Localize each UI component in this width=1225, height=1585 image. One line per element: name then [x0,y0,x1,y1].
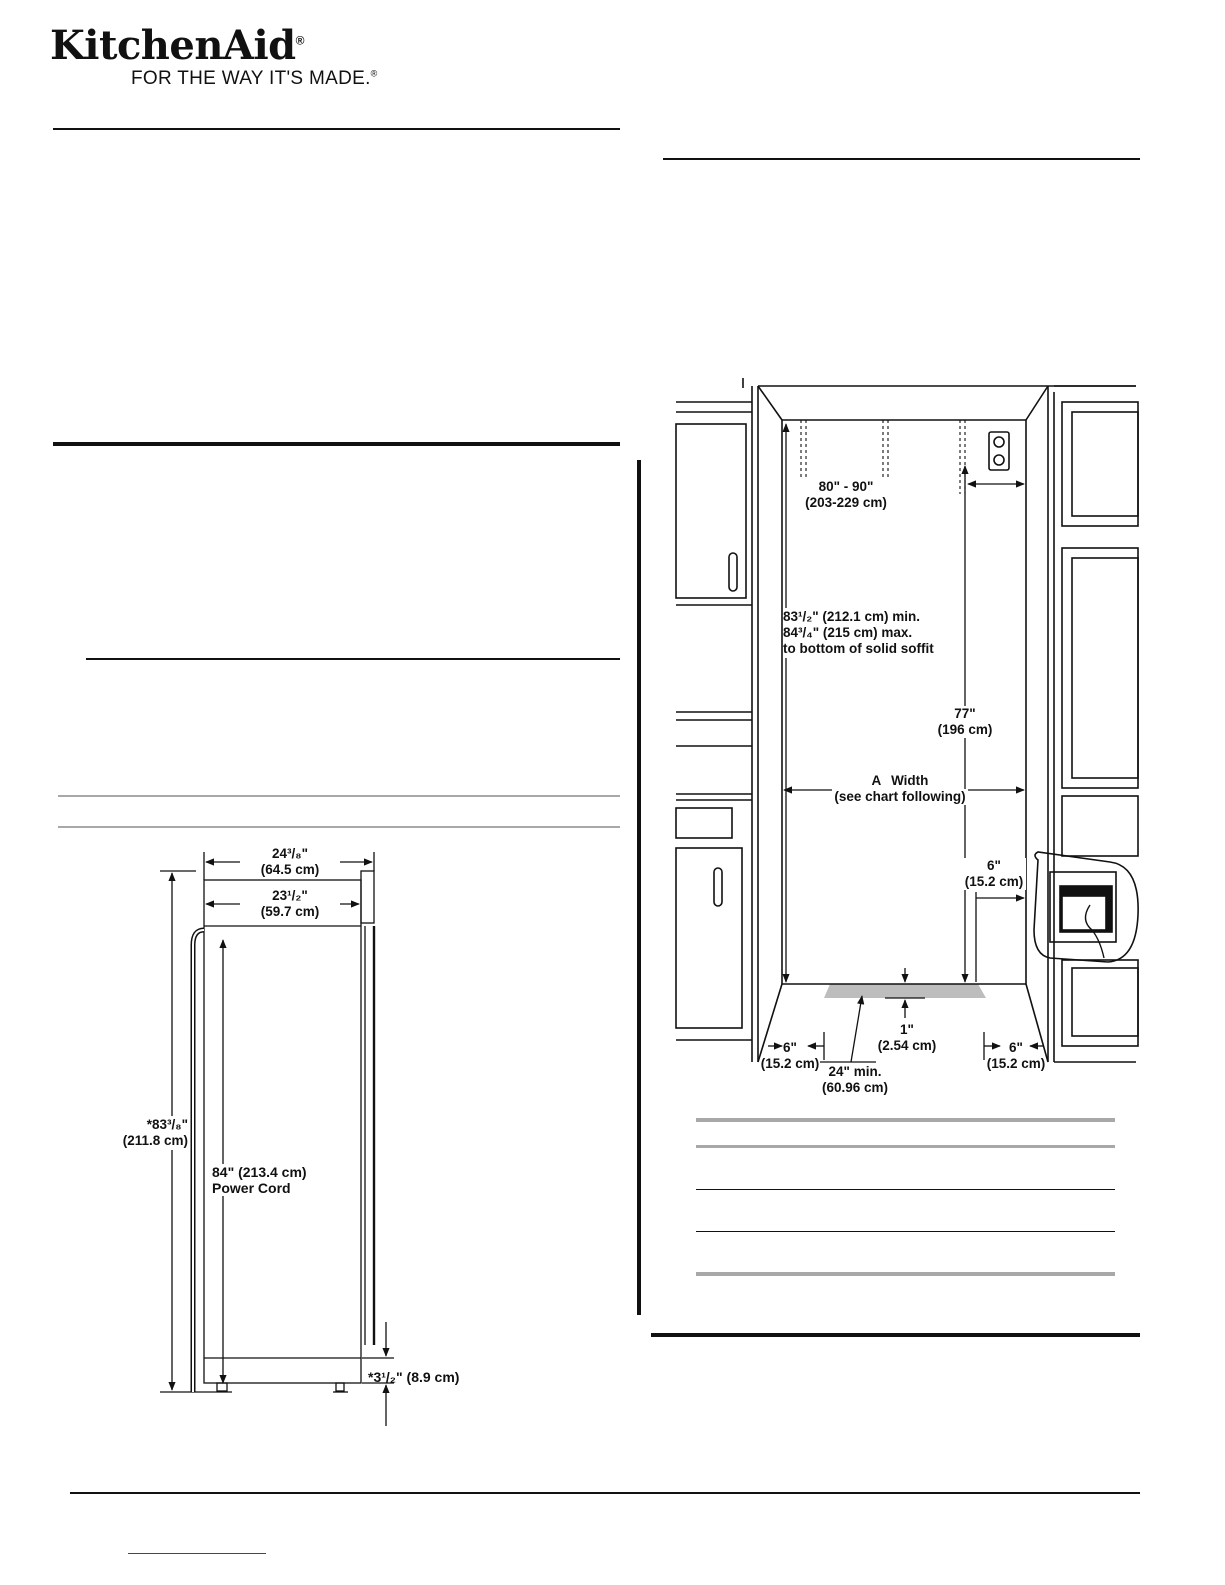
cabinet-depth-in: 23¹/₂" [272,888,308,903]
chart-rule-5 [696,1272,1115,1276]
overall-depth-cm: (64.5 cm) [260,862,320,877]
brand-registered-mark: ® [295,33,305,48]
right-side-clearance-cm: (15.2 cm) [986,1056,1046,1071]
water-offset-label: 6" (15.2 cm) [962,858,1026,890]
product-dimensions-diagram [160,852,394,1426]
installation-cutout-diagram [675,378,1139,1063]
chart-rule-4 [696,1231,1115,1232]
height-label: *83³/₈" (211.8 cm) [114,1116,188,1150]
opening-height-label: 83¹/₂" (212.1 cm) min. 84³/₄" (215 cm) m… [783,608,934,658]
left-subsection-rule [86,658,620,660]
tagline-registered-mark: ® [370,68,378,79]
overall-depth-in: 24³/₈" [272,846,308,861]
opening-width-label: A Width (see chart following) [830,773,970,805]
footer-link-underline[interactable] [128,1553,266,1554]
sidebar-vertical-rule [637,460,641,1315]
brand-name: KitchenAid [50,22,296,69]
water-offset-cm: (15.2 cm) [964,874,1024,889]
opening-width-note: (see chart following) [832,789,968,805]
overall-depth-label: 24³/₈" (64.5 cm) [240,846,340,878]
base-height-label: *3¹/₂" (8.9 cm) [368,1369,460,1385]
left-section-rule-1 [53,128,620,130]
outlet-height-cm: (196 cm) [937,722,993,737]
outlet-height-in: 77" [954,706,976,721]
door-swing-label: 24" min. (60.96 cm) [810,1064,900,1096]
power-cord-label: 84" (213.4 cm) Power Cord [212,1164,307,1196]
cabinet-depth-label: 23¹/₂" (59.7 cm) [240,888,340,920]
water-offset-in: 6" [987,858,1001,873]
right-section-rule-2 [651,1333,1140,1337]
opening-height-note: to bottom of solid soffit [783,641,934,656]
outlet-height-label: 77" (196 cm) [930,706,1000,738]
left-side-clearance-cm: (15.2 cm) [760,1056,820,1071]
right-section-rule-1 [663,158,1140,160]
floor-gap-cm: (2.54 cm) [877,1038,937,1053]
cabinet-depth-cm: (59.7 cm) [260,904,320,919]
opening-height-min: 83¹/₂" (212.1 cm) min. [783,609,920,624]
tagline-text: FOR THE WAY IT'S MADE. [131,68,371,89]
door-swing-in: 24" min. [828,1064,882,1079]
brand-logo: KitchenAid® [50,26,304,66]
footer-rule [70,1492,1140,1494]
brand-tagline: FOR THE WAY IT'S MADE.® [131,68,378,90]
left-side-clearance-in: 6" [783,1040,797,1055]
chart-rule-3 [696,1189,1115,1190]
chart-rule-1 [696,1118,1115,1122]
opening-width-letter: A [868,773,885,789]
height-cm: (211.8 cm) [122,1133,188,1148]
table-rule-bottom [58,826,620,828]
chart-rule-2 [696,1145,1115,1148]
soffit-range-cm: (203-229 cm) [805,495,887,510]
floor-gap-in: 1" [900,1022,914,1037]
power-cord-length: 84" (213.4 cm) [212,1164,307,1180]
opening-height-max: 84³/₄" (215 cm) max. [783,625,913,640]
right-side-clearance-in: 6" [1009,1040,1023,1055]
floor-gap-label: 1" (2.54 cm) [872,1022,942,1054]
soffit-range-in: 80" - 90" [818,479,874,494]
soffit-range-label: 80" - 90" (203-229 cm) [796,479,896,511]
left-side-clearance-label: 6" (15.2 cm) [758,1040,822,1072]
height-in: *83³/₈" [146,1117,188,1132]
table-rule-top [58,795,620,797]
right-side-clearance-label: 6" (15.2 cm) [984,1040,1048,1072]
power-cord-text: Power Cord [212,1180,291,1196]
door-swing-cm: (60.96 cm) [821,1080,889,1095]
left-section-rule-2 [53,442,620,446]
opening-width-text: Width [888,773,932,789]
